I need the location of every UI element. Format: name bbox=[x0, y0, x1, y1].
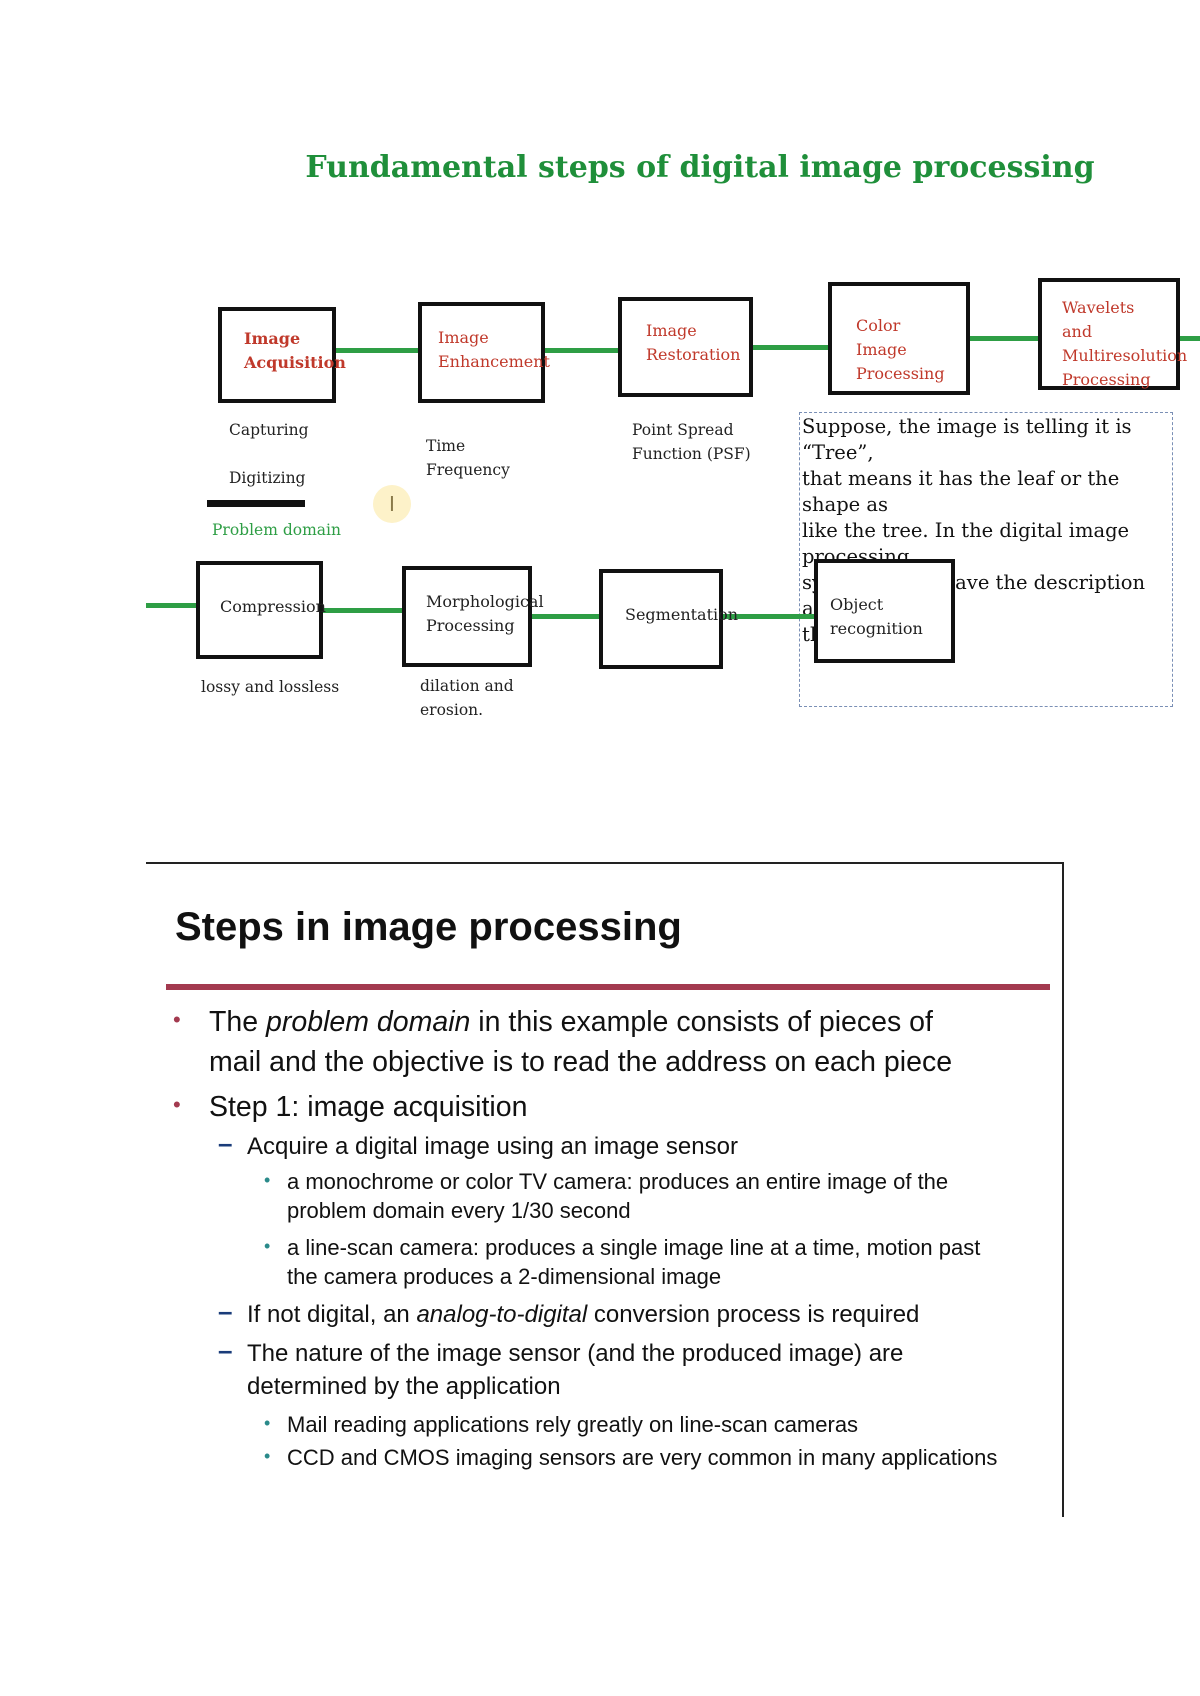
bullet-dot: • bbox=[173, 1007, 181, 1032]
caption-dilation-line1: dilation and bbox=[420, 677, 514, 695]
bullet-small: • bbox=[264, 1170, 271, 1190]
connector-line bbox=[146, 603, 198, 608]
connector-line bbox=[752, 345, 832, 350]
step-compression: Compression bbox=[196, 561, 326, 659]
bullet-dash: – bbox=[218, 1335, 233, 1365]
connector-line bbox=[545, 348, 620, 353]
bullet-step1: Step 1: image acquisition bbox=[209, 1091, 528, 1123]
note-selection-frame bbox=[799, 412, 1173, 707]
connector-line bbox=[1180, 336, 1200, 341]
sub-nature-of-sensor-line1: The nature of the image sensor (and the … bbox=[247, 1340, 904, 1367]
caption-time: Time bbox=[426, 437, 466, 455]
subsub-tv-camera-line1: a monochrome or color TV camera: produce… bbox=[287, 1169, 949, 1194]
step-morphological-processing: Morphological Processing bbox=[402, 566, 544, 667]
step-color-image-processing: Color Image Processing bbox=[828, 282, 970, 395]
caption-dilation-line2: erosion. bbox=[420, 701, 484, 719]
slide-border bbox=[1062, 862, 1064, 1517]
bullet-small: • bbox=[264, 1446, 271, 1466]
bullet-small: • bbox=[264, 1413, 271, 1433]
caption-lossy-lossless: lossy and lossless bbox=[201, 678, 340, 696]
connector-line bbox=[722, 614, 816, 619]
text-cursor-icon: I bbox=[373, 485, 411, 523]
title-rule bbox=[166, 984, 1050, 990]
connector-line bbox=[531, 614, 601, 619]
caption-psf-line2: Function (PSF) bbox=[632, 445, 751, 463]
step-image-enhancement: Image Enhancement bbox=[418, 302, 550, 403]
bullet-dash: – bbox=[218, 1296, 233, 1326]
connector-line bbox=[335, 348, 420, 353]
step-segmentation: Segmentation bbox=[599, 569, 738, 669]
slide-title: Steps in image processing bbox=[175, 905, 682, 949]
step-wavelets-multiresolution: Wavelets and Multiresolution Processing bbox=[1038, 278, 1187, 390]
caption-digitizing: Digitizing bbox=[229, 469, 306, 487]
sub-analog-to-digital: If not digital, an analog-to-digital con… bbox=[247, 1301, 920, 1328]
sub-acquire-digital-image: Acquire a digital image using an image s… bbox=[247, 1133, 738, 1160]
subsub-line-scan-line1: a line-scan camera: produces a single im… bbox=[287, 1235, 981, 1260]
bullet-dot: • bbox=[173, 1092, 181, 1117]
caption-capturing: Capturing bbox=[229, 421, 309, 439]
connector-line bbox=[320, 608, 404, 613]
connector-line bbox=[970, 336, 1040, 341]
caption-psf-line1: Point Spread bbox=[632, 421, 734, 439]
caption-problem-domain: Problem domain bbox=[212, 521, 341, 539]
step-image-acquisition: Image Acquisition bbox=[218, 307, 346, 403]
divider-bar bbox=[207, 500, 305, 507]
bullet-small: • bbox=[264, 1236, 271, 1256]
subsub-tv-camera-line2: problem domain every 1/30 second bbox=[287, 1198, 631, 1223]
sub-nature-of-sensor-line2: determined by the application bbox=[247, 1373, 561, 1400]
bullet-problem-domain-line1: The problem domain in this example consi… bbox=[209, 1006, 933, 1038]
bullet-problem-domain-line2: mail and the objective is to read the ad… bbox=[209, 1046, 953, 1078]
subsub-line-scan-line2: the camera produces a 2-dimensional imag… bbox=[287, 1264, 722, 1289]
diagram-title: Fundamental steps of digital image proce… bbox=[305, 150, 1095, 185]
subsub-ccd-cmos: CCD and CMOS imaging sensors are very co… bbox=[287, 1445, 998, 1470]
step-image-restoration: Image Restoration bbox=[618, 297, 753, 397]
step-object-recognition: Object recognition bbox=[814, 559, 955, 663]
bullet-dash: – bbox=[218, 1128, 233, 1158]
slide-border bbox=[146, 862, 1064, 864]
subsub-mail-reading: Mail reading applications rely greatly o… bbox=[287, 1412, 859, 1437]
caption-frequency: Frequency bbox=[426, 461, 510, 479]
